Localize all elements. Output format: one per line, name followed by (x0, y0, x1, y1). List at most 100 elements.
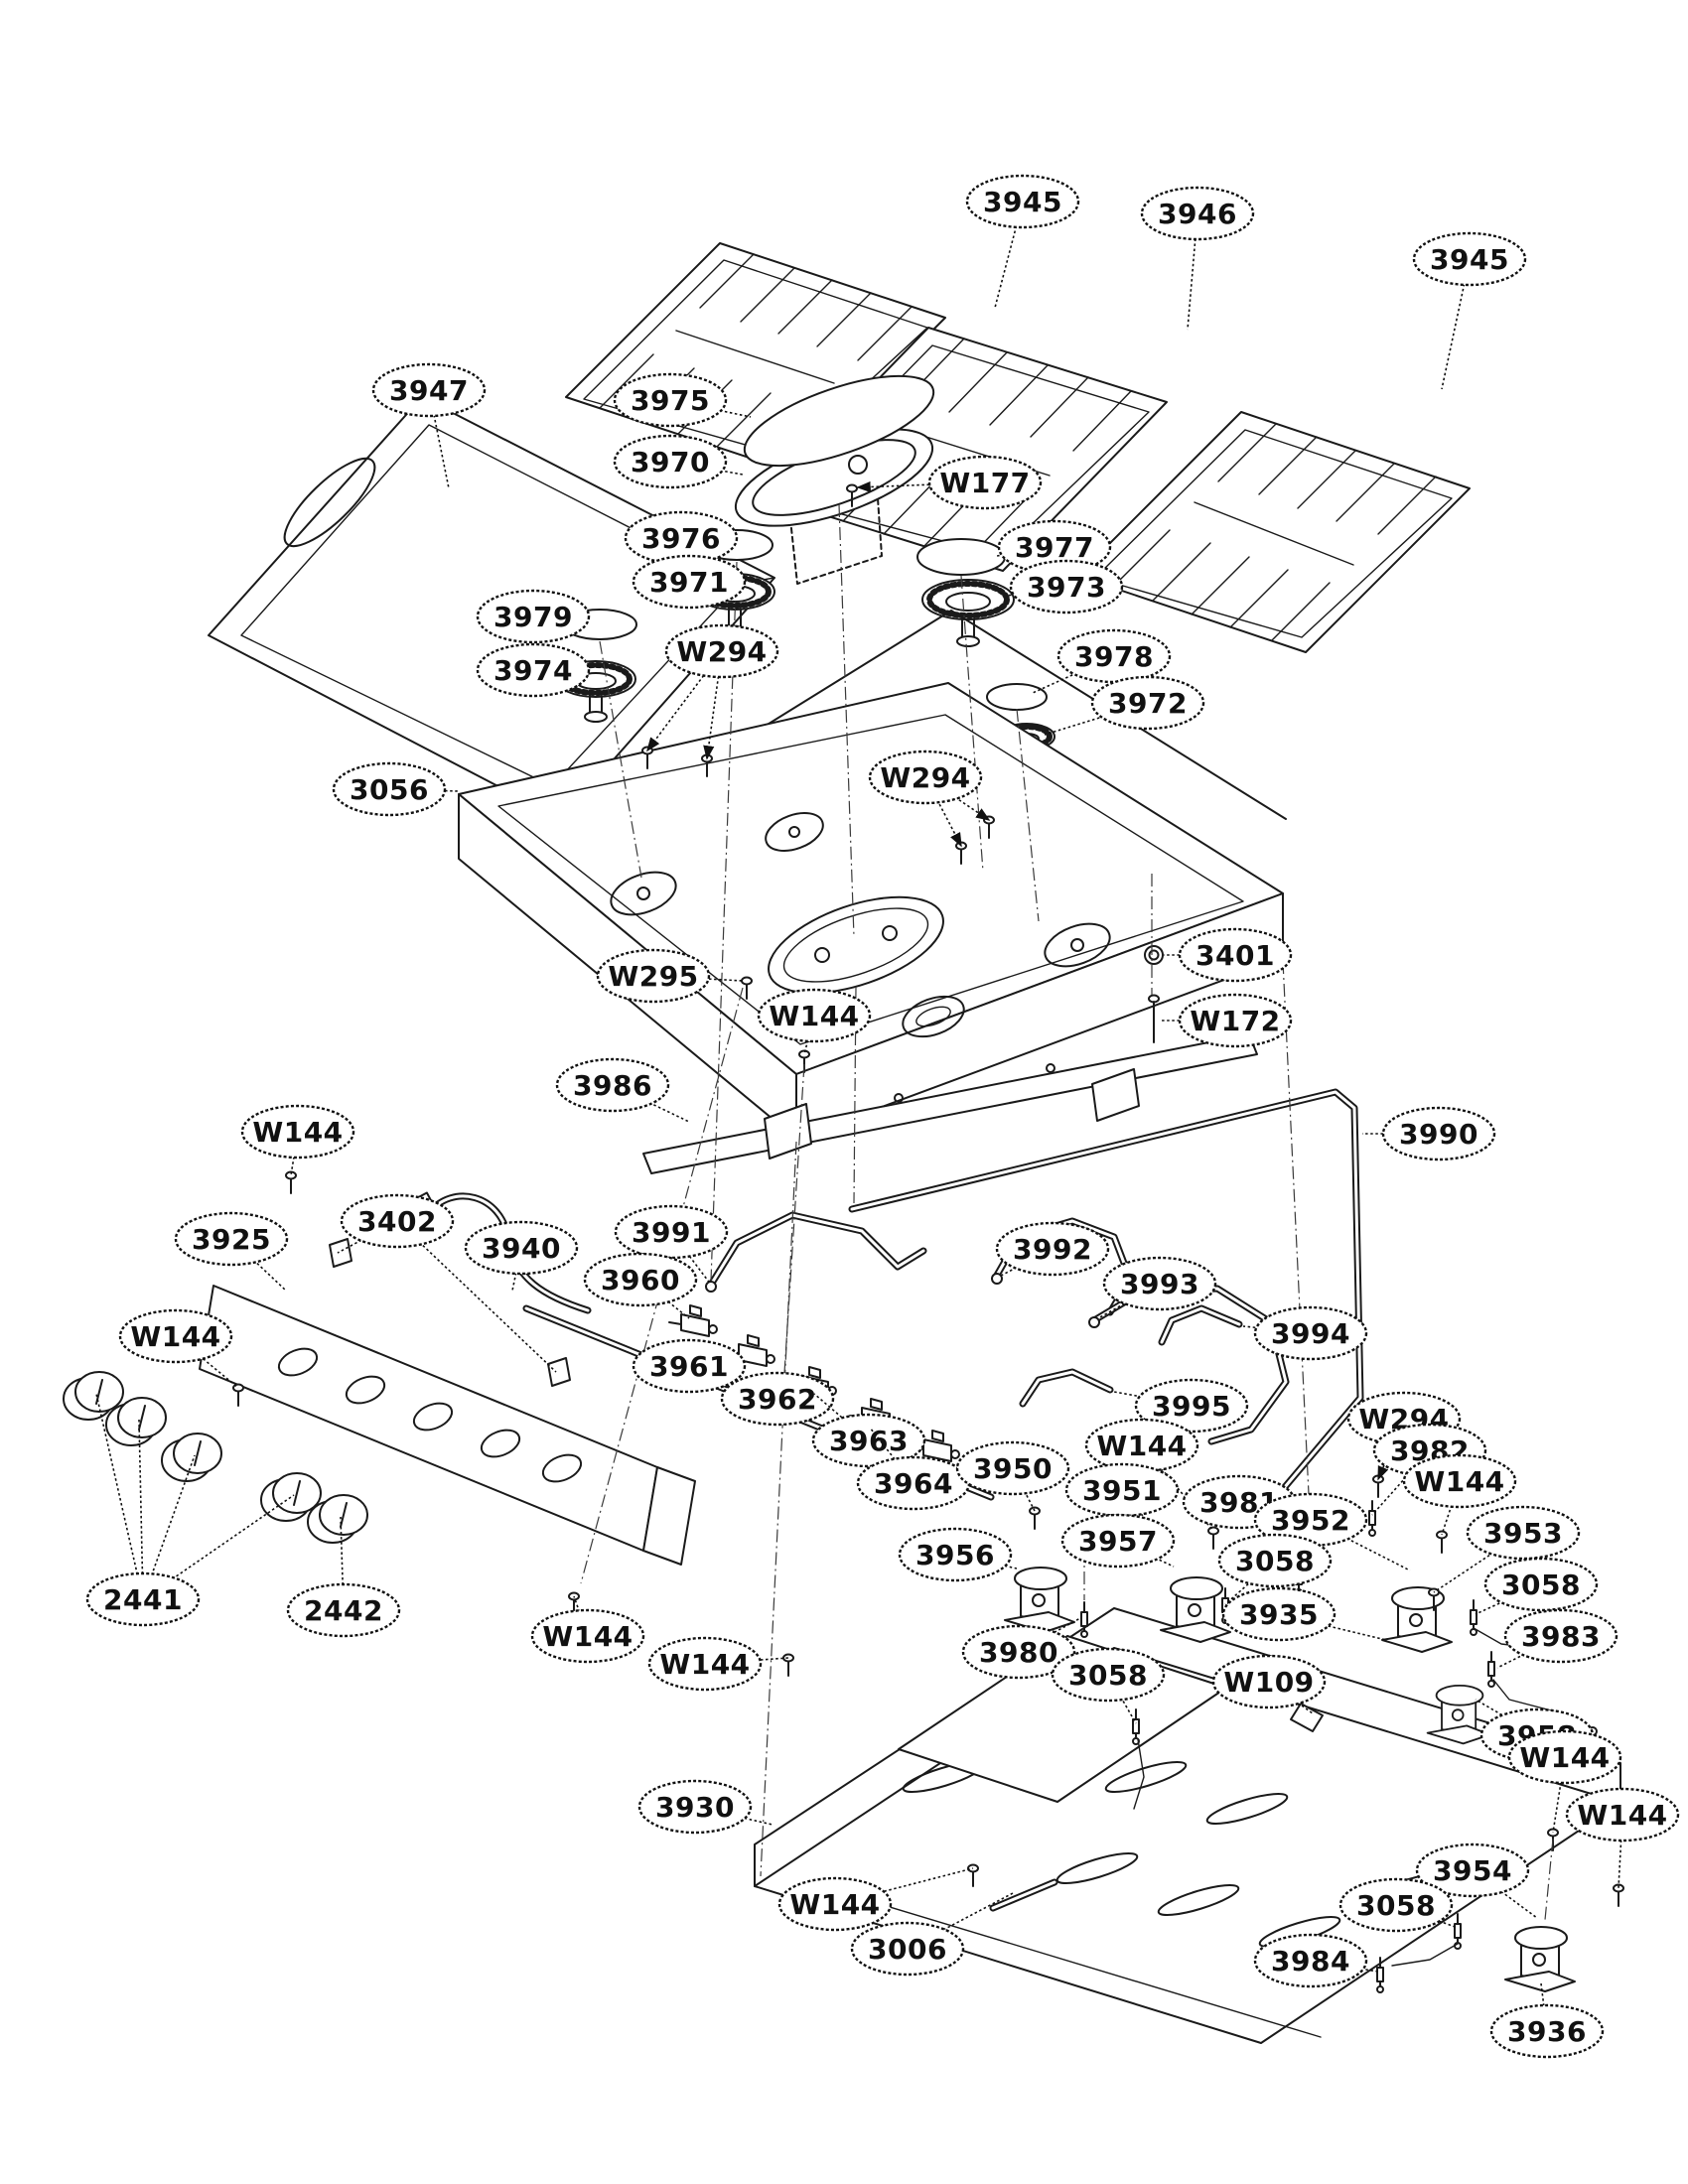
callout-3058-1[interactable]: 3058 (1217, 1533, 1333, 1605)
callout-oval[interactable] (1217, 1533, 1333, 1588)
callout-3974[interactable]: 3974 (476, 642, 591, 698)
callout-3992[interactable]: 3992 (995, 1221, 1110, 1278)
callout-oval[interactable] (995, 1221, 1110, 1277)
callout-oval[interactable] (898, 1527, 1013, 1582)
callout-oval[interactable] (632, 1338, 747, 1394)
callout-3973[interactable]: 3973 (1006, 559, 1124, 614)
callout-oval[interactable] (613, 372, 728, 428)
callout-3963[interactable]: 3963 (811, 1393, 926, 1468)
callout-oval[interactable] (997, 519, 1112, 575)
callout-oval[interactable] (647, 1636, 763, 1692)
callout-W172[interactable]: W172 (1162, 993, 1293, 1048)
callout-3401[interactable]: 3401 (1164, 927, 1293, 983)
callout-3953[interactable]: 3953 (1433, 1505, 1581, 1593)
callout-oval[interactable] (757, 988, 872, 1043)
callout-W144-3[interactable]: W144 (118, 1308, 239, 1389)
callout-oval[interactable] (613, 434, 728, 489)
callout-2441[interactable]: 2441 (85, 1393, 295, 1627)
callout-oval[interactable] (1090, 675, 1205, 731)
callout-3984[interactable]: 3984 (1253, 1933, 1379, 1988)
callout-3402[interactable]: 3402 (337, 1193, 557, 1373)
callout-oval[interactable] (720, 1371, 835, 1427)
callout-3964[interactable]: 3964 (856, 1427, 971, 1511)
callout-oval[interactable] (1060, 1513, 1176, 1569)
callout-oval[interactable] (340, 1193, 455, 1249)
callout-W144-10[interactable]: W144 (777, 1867, 974, 1932)
callout-oval[interactable] (955, 1440, 1070, 1496)
callout-3993[interactable]: 3993 (1097, 1256, 1217, 1319)
callout-oval[interactable] (614, 1204, 729, 1260)
callout-W109[interactable]: W109 (1211, 1654, 1327, 1714)
callout-oval[interactable] (1565, 1787, 1680, 1843)
callout-oval[interactable] (1140, 186, 1255, 241)
callout-oval[interactable] (530, 1608, 645, 1664)
callout-3947[interactable]: 3947 (371, 362, 487, 489)
callout-oval[interactable] (1338, 1877, 1454, 1933)
callout-oval[interactable] (1211, 1654, 1327, 1709)
callout-oval[interactable] (1102, 1256, 1217, 1311)
callout-oval[interactable] (868, 750, 983, 805)
callout-oval[interactable] (85, 1571, 201, 1627)
callout-3925[interactable]: 3925 (174, 1211, 289, 1292)
callout-2442[interactable]: 2442 (286, 1516, 401, 1638)
callout-oval[interactable] (1483, 1557, 1599, 1612)
callout-W144-2[interactable]: W144 (240, 1104, 355, 1176)
callout-oval[interactable] (240, 1104, 355, 1160)
callout-W144-9[interactable]: W144 (1565, 1787, 1680, 1889)
callout-oval[interactable] (811, 1413, 926, 1468)
callout-3950[interactable]: 3950 (955, 1440, 1070, 1512)
callout-oval[interactable] (664, 623, 779, 679)
callout-3990[interactable]: 3990 (1362, 1106, 1496, 1161)
callout-oval[interactable] (1507, 1729, 1622, 1785)
callout-3945-2[interactable]: 3945 (1412, 231, 1527, 390)
callout-3954[interactable]: 3954 (1415, 1843, 1538, 1919)
callout-oval[interactable] (1503, 1608, 1618, 1664)
callout-oval[interactable] (1178, 993, 1293, 1048)
callout-W177[interactable]: W177 (856, 455, 1043, 510)
callout-3971[interactable]: 3971 (632, 554, 747, 610)
callout-3945-1[interactable]: 3945 (965, 174, 1080, 309)
callout-3962[interactable]: 3962 (720, 1371, 835, 1427)
callout-oval[interactable] (1253, 1492, 1368, 1548)
callout-3978[interactable]: 3978 (1032, 628, 1172, 694)
callout-W144-4[interactable]: W144 (530, 1595, 645, 1664)
callout-oval[interactable] (583, 1252, 698, 1307)
callout-3946[interactable]: 3946 (1140, 186, 1255, 331)
callout-3940[interactable]: 3940 (464, 1220, 579, 1292)
callout-oval[interactable] (555, 1057, 670, 1113)
callout-oval[interactable] (1466, 1505, 1581, 1561)
callout-oval[interactable] (174, 1211, 289, 1267)
callout-oval[interactable] (850, 1921, 965, 1977)
callout-3994[interactable]: 3994 (1242, 1305, 1368, 1361)
callout-oval[interactable] (1253, 1305, 1368, 1361)
callout-3961[interactable]: 3961 (632, 1338, 747, 1394)
callout-oval[interactable] (1412, 231, 1527, 287)
callout-W144-8[interactable]: W144 (1507, 1729, 1622, 1834)
callout-3983[interactable]: 3983 (1496, 1608, 1618, 1669)
callout-3991[interactable]: 3991 (614, 1204, 729, 1286)
callout-oval[interactable] (1009, 559, 1124, 614)
callout-oval[interactable] (1489, 2003, 1605, 2059)
callout-oval[interactable] (286, 1582, 401, 1638)
callout-3058-3[interactable]: 3058 (1051, 1647, 1166, 1724)
callout-oval[interactable] (332, 761, 447, 817)
callout-3957[interactable]: 3957 (1060, 1513, 1176, 1569)
callout-oval[interactable] (371, 362, 487, 418)
callout-3058-2[interactable]: 3058 (1475, 1557, 1599, 1615)
callout-oval[interactable] (476, 642, 591, 698)
callout-oval[interactable] (1064, 1462, 1180, 1518)
callout-oval[interactable] (624, 510, 739, 566)
callout-oval[interactable] (596, 948, 711, 1004)
callout-3980[interactable]: 3980 (961, 1617, 1081, 1680)
callout-oval[interactable] (1178, 927, 1293, 983)
callout-oval[interactable] (961, 1624, 1076, 1680)
callout-oval[interactable] (1415, 1843, 1530, 1898)
callout-oval[interactable] (1381, 1106, 1496, 1161)
callout-3976[interactable]: 3976 (624, 510, 739, 566)
callout-oval[interactable] (1221, 1586, 1336, 1642)
callout-3936[interactable]: 3936 (1489, 1982, 1605, 2059)
callout-oval[interactable] (1402, 1453, 1517, 1509)
callout-oval[interactable] (965, 174, 1080, 229)
callout-oval[interactable] (1134, 1378, 1249, 1433)
callout-oval[interactable] (1253, 1933, 1368, 1988)
